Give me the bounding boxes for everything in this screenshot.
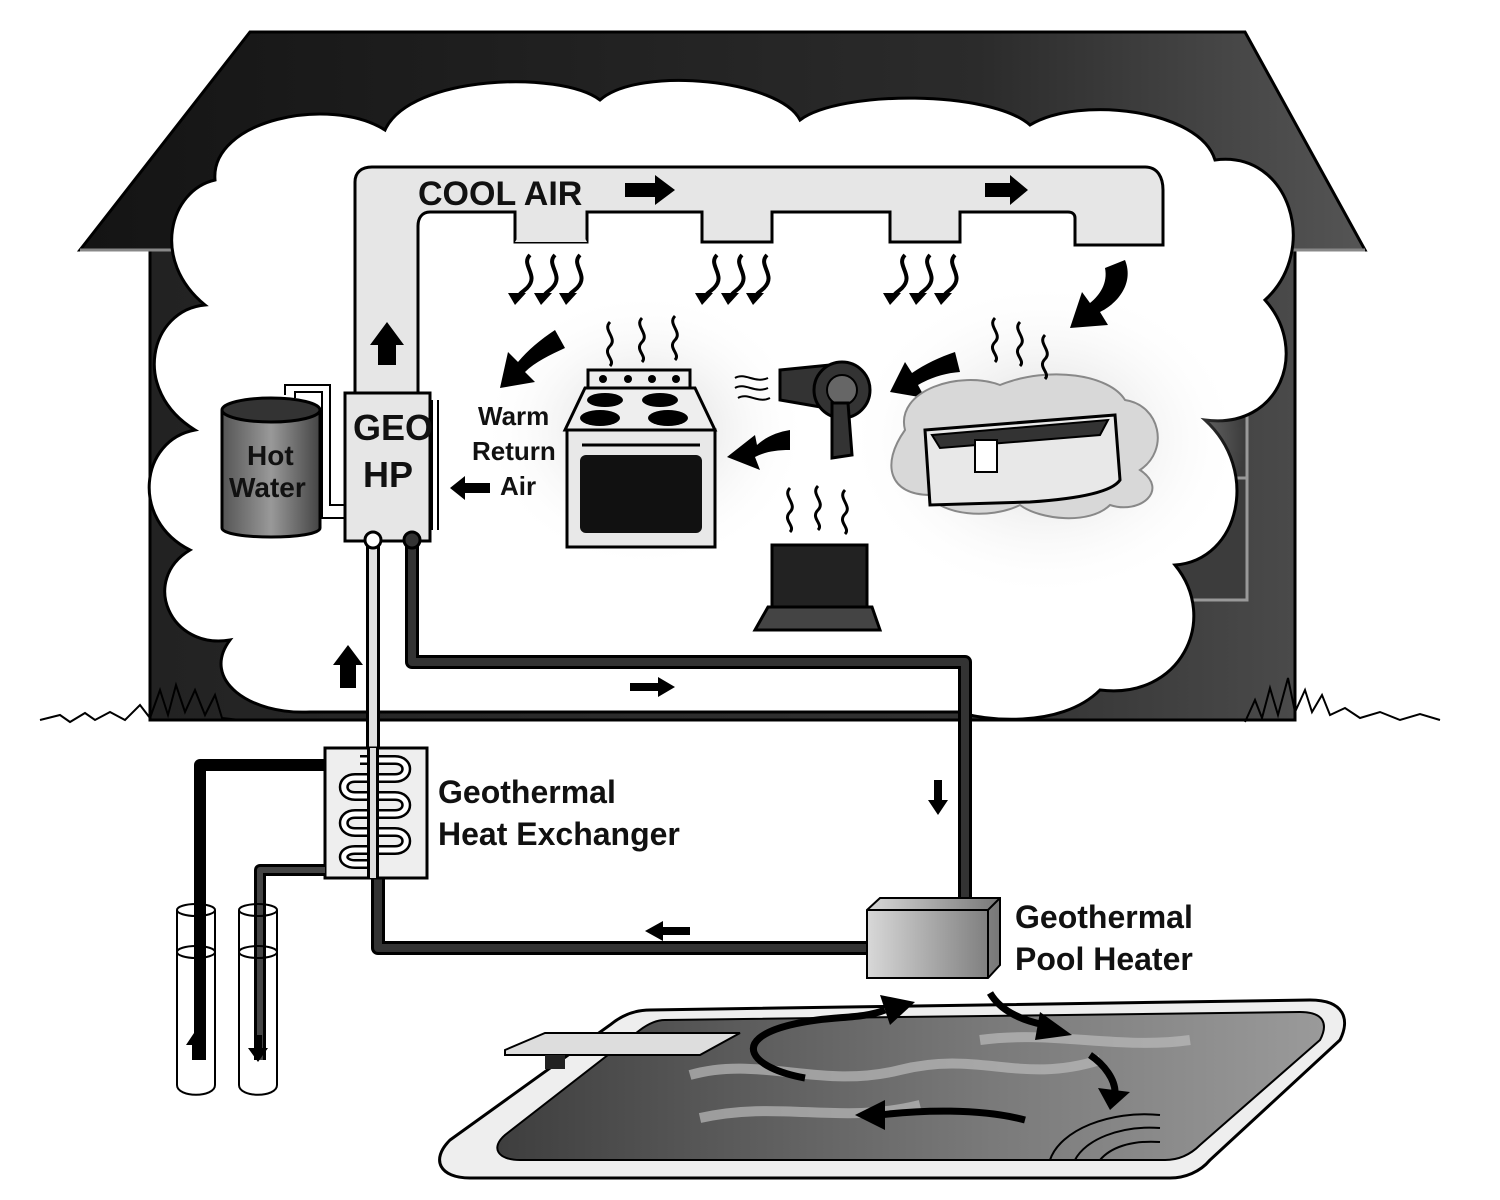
pool-heater-label-2: Pool Heater — [1015, 941, 1193, 977]
ground-wells — [176, 759, 325, 1096]
geo-hp-label-2: HP — [363, 454, 413, 495]
well-up-arrow — [186, 1030, 206, 1060]
pool-flow-arrows — [750, 991, 1130, 1130]
cool-air-label: COOL AIR — [418, 175, 582, 213]
pool-heater — [866, 897, 1001, 979]
pipe-flow-arrows — [333, 645, 948, 941]
hot-water-tank: Hot Water — [220, 396, 322, 539]
warm-return-label-2: Return — [472, 436, 556, 466]
ground-grass — [39, 677, 1441, 724]
well-down-arrow — [248, 1035, 268, 1062]
geo-heat-pump: GEO HP — [343, 391, 439, 543]
hot-water-label-1: Hot — [247, 440, 294, 471]
bathtub-icon — [890, 316, 1159, 520]
duct-flow-arrows — [370, 175, 1028, 365]
up-arrow-duct — [370, 322, 404, 365]
diving-board — [504, 1032, 741, 1056]
hair-dryer-icon — [734, 360, 872, 460]
warm-air-arrows — [500, 260, 1128, 470]
pool-heater-label-1: Geothermal — [1015, 899, 1193, 935]
heat-exchanger-label-1: Geothermal — [438, 774, 616, 810]
stove-icon — [562, 314, 718, 549]
laptop-icon — [752, 484, 883, 632]
hot-water-label-2: Water — [229, 472, 306, 503]
warm-return-label-3: Air — [500, 471, 536, 501]
heat-exchanger — [323, 746, 429, 880]
heat-exchanger-label-2: Heat Exchanger — [438, 816, 680, 852]
cool-air-duct — [353, 165, 1165, 397]
warm-return-label-1: Warm — [478, 401, 549, 431]
hot-water-pipes — [284, 384, 353, 519]
swimming-pool — [438, 998, 1346, 1180]
geo-hp-label-1: GEO — [353, 407, 433, 448]
return-air-arrow — [450, 476, 490, 500]
